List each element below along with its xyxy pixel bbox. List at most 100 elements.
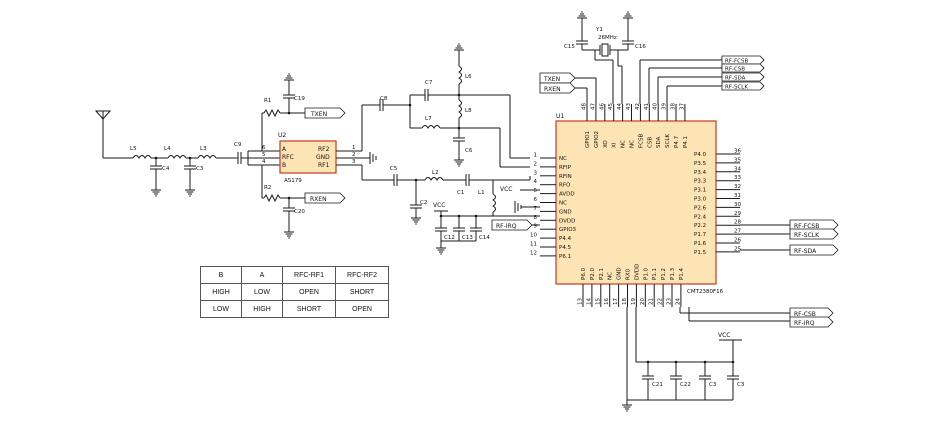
svg-text:C3: C3 (709, 382, 717, 388)
svg-text:RF-FCSB: RF-FCSB (725, 59, 748, 65)
pin-number: 27 (734, 229, 741, 235)
pin-name: P4.7 (674, 135, 680, 148)
svg-text:RF-SDA: RF-SDA (794, 248, 817, 255)
table-cell: LOW (241, 283, 283, 301)
pin-number: 25 (734, 246, 741, 252)
svg-text:RF-SDA: RF-SDA (725, 76, 746, 82)
svg-text:RF-FCSB: RF-FCSB (794, 223, 819, 230)
svg-text:RF-IRQ: RF-IRQ (794, 320, 815, 327)
pin-name: NC (559, 156, 567, 162)
u1-bottom-pins: 13P6.014P2.015P2.116NC17GND18RX019DVDD20… (578, 264, 685, 307)
svg-text:CMT2380F16: CMT2380F16 (687, 289, 724, 295)
net-label-rf-fcsb-top: RF-FCSB (721, 55, 765, 65)
net-label-rf-fcsb-right: RF-FCSB (789, 219, 839, 231)
pin-name: XI (612, 142, 618, 148)
svg-text:L4: L4 (164, 146, 171, 152)
svg-text:RF2: RF2 (318, 146, 330, 153)
pin-name: P1.3 (670, 267, 676, 280)
net-label-rxen-u2: RXEN (304, 192, 346, 204)
svg-text:VCC: VCC (433, 202, 445, 209)
pin-number: 38 (671, 103, 677, 110)
svg-text:U2: U2 (278, 132, 286, 139)
antenna (94, 110, 112, 158)
svg-text:5: 5 (262, 152, 266, 158)
pin-name: P1.0 (643, 267, 649, 280)
inductor-l6: L6 (458, 65, 472, 85)
pin-number: 9 (534, 224, 538, 230)
pin-number: 14 (586, 298, 592, 305)
crystal-y1: Y1 26MHz (595, 27, 617, 57)
svg-text:U1: U1 (556, 113, 564, 120)
pin-number: 23 (667, 298, 673, 305)
pin-name: P3.3 (694, 179, 707, 185)
svg-text:6: 6 (262, 145, 266, 151)
pin-name: P1.7 (694, 232, 707, 238)
pin-number: 15 (595, 298, 601, 305)
svg-text:C2: C2 (420, 200, 427, 206)
pin-name: NC (559, 201, 567, 207)
pin-number: 37 (679, 103, 685, 110)
svg-text:RF-SCLK: RF-SCLK (725, 85, 748, 91)
svg-text:AS179: AS179 (284, 178, 302, 184)
capacitor-c18: C20 (282, 196, 305, 239)
pin-name: DVDD (559, 218, 575, 224)
pin-name: GND (559, 209, 572, 215)
pin-name: P1.1 (652, 268, 658, 280)
pin-name: RFIN (559, 174, 572, 180)
truth-table-row: LOW HIGH SHORT OPEN (200, 300, 389, 318)
pin-number: 42 (635, 103, 641, 110)
pin-name: P3.5 (694, 161, 707, 167)
pin-number: 11 (530, 242, 537, 248)
svg-text:RF-CSB: RF-CSB (725, 67, 745, 73)
inductor-l7: L7 (421, 116, 441, 129)
table-cell: HIGH (200, 283, 242, 301)
svg-text:R1: R1 (264, 98, 271, 104)
pin-name: NC (608, 272, 614, 280)
pin-name: P1.5 (694, 250, 707, 256)
capacitor-c15: C15 (564, 11, 589, 50)
capacitor-c6: C6 (452, 137, 473, 167)
svg-text:2: 2 (352, 152, 356, 158)
ic-u1-cmt2380f16: U1 CMT2380F16 (555, 113, 724, 295)
svg-text:VCC: VCC (500, 186, 512, 193)
pin-name: P2.1 (599, 268, 605, 280)
pin-name: CSB (647, 137, 653, 148)
net-label-rf-irq-bottom: RF-IRQ (789, 316, 834, 328)
capacitor-c16: C16 (621, 11, 646, 50)
pin-number: 28 (734, 220, 741, 226)
table-cell: SHORT (282, 300, 336, 318)
capacitor-c4: C4 (149, 156, 170, 197)
svg-text:L3: L3 (200, 146, 207, 152)
pin-name: NC (621, 140, 627, 148)
pin-number: 2 (534, 161, 538, 167)
pin-number: 6 (534, 197, 538, 203)
svg-text:RF-IRQ: RF-IRQ (496, 223, 517, 230)
pin-number: 13 (578, 298, 584, 305)
pin-number: 12 (530, 250, 537, 256)
pin-number: 45 (608, 103, 614, 110)
svg-text:RXEN: RXEN (310, 196, 327, 203)
net-label-rf-sclk-top: RF-SCLK (721, 81, 765, 91)
svg-text:VCC: VCC (718, 332, 730, 339)
svg-text:1: 1 (352, 145, 356, 151)
svg-text:Y1: Y1 (595, 27, 603, 33)
resistor-r2: R2 (263, 185, 281, 203)
svg-text:C12: C12 (444, 235, 455, 241)
table-cell: OPEN (335, 300, 389, 318)
svg-text:L5: L5 (130, 146, 137, 152)
pin-name: P4.5 (559, 245, 572, 251)
pin-name: P1.4 (679, 267, 685, 280)
pin-name: P4.4 (559, 236, 572, 242)
pin-name: P6.0 (581, 267, 587, 280)
svg-text:L1: L1 (478, 190, 485, 196)
pin-name: P3.0 (694, 197, 707, 203)
pin-name: P4.1 (683, 136, 689, 148)
capacitor-c1: C1 (457, 173, 470, 196)
net-label-rxen-u1: RXEN (539, 82, 576, 94)
net-label-vcc-avdd: VCC (500, 186, 540, 193)
inductor-l8: L8 (458, 99, 472, 119)
svg-text:C21: C21 (652, 382, 663, 388)
svg-text:C20: C20 (294, 209, 305, 215)
svg-text:C5: C5 (390, 166, 398, 172)
